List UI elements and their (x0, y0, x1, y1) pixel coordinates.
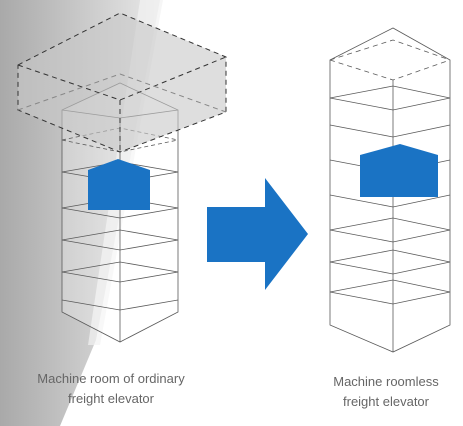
caption-right-line2: freight elevator (343, 394, 429, 409)
right-arrow-icon (207, 178, 308, 290)
roomless-elevator-caption: Machine roomless freight elevator (271, 372, 463, 412)
caption-left-line1: Machine room of ordinary (37, 371, 185, 386)
caption-right-line1: Machine roomless (333, 374, 439, 389)
machine-room-box (17, 12, 227, 153)
ordinary-elevator-caption: Machine room of ordinary freight elevato… (0, 369, 226, 409)
elevator-car-right (360, 144, 438, 197)
ordinary-elevator-shaft (61, 82, 179, 343)
caption-left-line2: freight elevator (68, 391, 154, 406)
elevator-car-left (88, 159, 150, 210)
